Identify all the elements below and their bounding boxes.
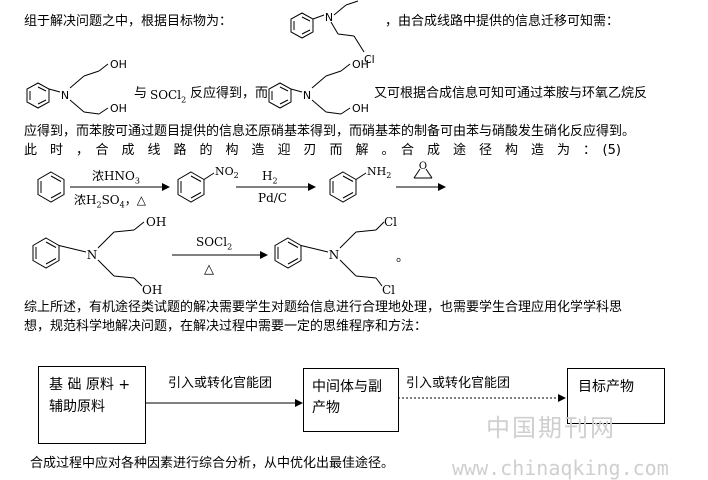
watermark-url: www.chinaqking.com (452, 456, 669, 480)
line3-text: 应得到，而苯胺可通过题目提供的信息还原硝基苯得到，而硝基苯的制备可由苯与硝酸发生… (24, 124, 636, 139)
atom-n-label: N (303, 89, 311, 102)
step1-bottom-label: 浓H2SO4，△ (74, 193, 146, 210)
step4-top-label: SOCl2 (196, 235, 233, 252)
para2-line1: 综上所述，有机途径类试题的解决需要学生对题给信息进行合理地处理，也需要学生合理应… (24, 300, 623, 315)
box2-line2: 产物 (312, 400, 340, 416)
atom-n-label: N (329, 248, 340, 262)
watermark-cn: 中国期刊网 (486, 414, 616, 442)
target-molecule-small: N Cl (290, 0, 375, 66)
aniline-molecule: NH2 (329, 165, 391, 203)
footer-text: 合成过程中应对各种因素进行综合分析，从中优化出最佳途径。 (30, 456, 395, 471)
reaction-arrow-1 (70, 183, 170, 191)
reaction-arrow-4 (172, 251, 268, 259)
oh-label: OH (142, 283, 162, 297)
flow-box-target: 目标产物 (567, 368, 665, 424)
reaction-arrow-2 (236, 183, 316, 191)
target-molecule-large: N Cl Cl (274, 215, 397, 297)
oh-label: OH (110, 58, 127, 71)
atom-o-label: O (419, 161, 427, 172)
atom-n-label: N (325, 11, 333, 24)
oh-label: OH (352, 58, 369, 71)
react-with-text: 与 (134, 86, 148, 101)
react-result-text: 反应得到，而 (190, 86, 269, 101)
diol-molecule-1: N OH OH (26, 58, 127, 115)
epoxide-molecule: O (413, 161, 433, 179)
atom-cl-label: Cl (384, 215, 397, 229)
step2-bottom-label: Pd/C (258, 191, 287, 205)
oh-label: OH (352, 102, 369, 115)
scheme-end-mark: 。 (396, 250, 410, 265)
diol-molecule-3: N OH OH (32, 215, 166, 297)
reaction-arrow-3 (396, 183, 446, 191)
nitrobenzene-molecule: NO2 (177, 165, 239, 203)
oh-label: OH (110, 102, 127, 115)
atom-n-label: N (87, 248, 98, 262)
box3-label: 目标产物 (578, 379, 634, 395)
line4-text: 此 时 ， 合 成 线 路 的 构 造 迎 刃 而 解 。 合 成 途 径 构 … (24, 143, 621, 158)
step4-bottom-label: △ (204, 262, 214, 277)
atom-cl-label: Cl (364, 53, 375, 66)
box1-line1: 基 础 原料 + (49, 377, 131, 393)
step2-top-label: H2 (262, 169, 278, 186)
benzene-molecule (37, 171, 65, 203)
diol-molecule-2: N OH OH (268, 58, 369, 115)
flow-box-raw-materials: 基 础 原料 + 辅助原料 (38, 366, 146, 444)
flow-arrow-1 (145, 399, 303, 407)
flow-arrow-2 (398, 394, 566, 402)
reagent-text: SOCl2 (150, 88, 187, 105)
flow-arrow2-label: 引入或转化官能团 (406, 376, 511, 391)
oh-label: OH (146, 215, 166, 229)
line2-tail-text: 又可根据合成信息可知可通过苯胺与环氧乙烷反 (374, 86, 648, 101)
intro-text: 组于解决问题之中，根据目标物为： (24, 14, 233, 29)
atom-n-label: N (61, 89, 69, 102)
box2-line1: 中间体与副 (312, 379, 382, 395)
para2-line2: 想，规范科学地解决问题，在解决过程中需要一定的思维程序和方法： (24, 319, 428, 334)
after-target-text: ，由合成线路中提供的信息迁移可知需： (385, 14, 620, 29)
flow-box-intermediate: 中间体与副 产物 (303, 368, 399, 432)
amine-label: NH2 (367, 165, 391, 180)
nitro-label: NO2 (215, 165, 239, 180)
step1-top-label: 浓HNO3 (92, 169, 140, 186)
atom-cl-label: Cl (382, 283, 395, 297)
flow-arrow1-label: 引入或转化官能团 (168, 376, 273, 391)
box1-line2: 辅助原料 (49, 399, 105, 415)
